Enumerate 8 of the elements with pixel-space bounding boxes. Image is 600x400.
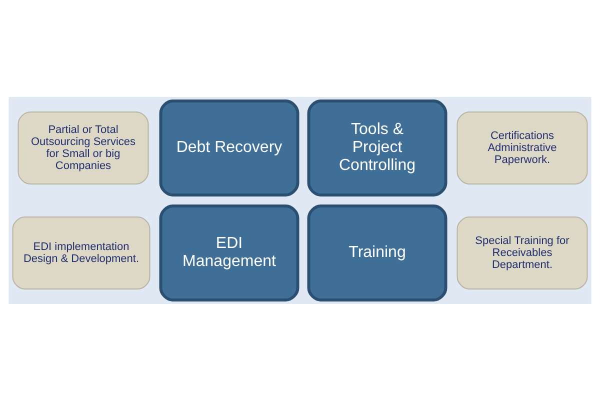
node-box: Debt Recovery — [159, 99, 300, 196]
node-box: EDI Management — [159, 204, 300, 301]
node-box: EDI implementation Design & Development. — [12, 216, 150, 289]
node-box: Certifications Administrative Paperwork. — [456, 111, 588, 184]
node-box: Special Training for Receivables Department. — [456, 216, 588, 289]
node-box: Tools & Project Controlling — [307, 99, 448, 196]
node-box: Partial or Total Outsourcing Services for Small or big Companies — [18, 111, 149, 184]
node-box: Training — [307, 204, 448, 301]
